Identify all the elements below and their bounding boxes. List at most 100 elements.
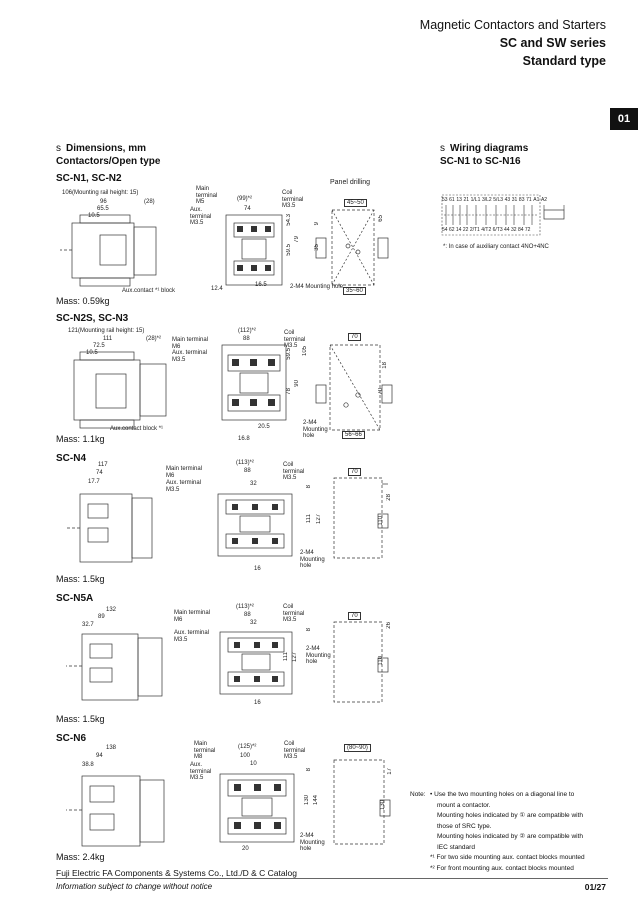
mount-hole-label: 2-M4 Mounting hole: [306, 646, 331, 665]
footer-divider: [56, 878, 608, 879]
dim-label: (125)*²: [238, 744, 257, 750]
dim-label: 10.5: [88, 213, 100, 219]
dim-label: 117: [98, 462, 108, 468]
dim-label: 38.8: [82, 762, 94, 768]
drill-dim: 70: [348, 468, 361, 476]
footnote-2: For front mounting aux. contact blocks m…: [436, 864, 574, 872]
wiring-top-terminals: 53 61 13 21 1/L1 3/L2 5/L3 43 31 83 71 A…: [442, 197, 572, 204]
dim-label: 130: [304, 795, 310, 806]
aux-terminal-label: Aux. terminal M3.5: [172, 350, 208, 363]
dim-label: 89: [98, 614, 105, 620]
dim-label: 74: [96, 470, 103, 476]
mass-label: Mass: 1.1kg: [56, 434, 105, 444]
dim-label: 144: [313, 795, 319, 806]
drill-dim: 70: [348, 612, 361, 620]
dim-label: (112)*²: [238, 328, 256, 334]
note-line: • Use the two mounting holes on a diagon…: [430, 791, 575, 798]
panel-drilling-label: Panel drilling: [330, 179, 371, 186]
dim-label: 65.5: [97, 206, 109, 212]
aux-terminal-label: Aux. terminal M3.5: [190, 207, 212, 226]
dim-label: 78: [286, 388, 292, 395]
drill-dim: 9: [314, 222, 320, 226]
terminal-label: 62: [448, 227, 455, 233]
dim-label: 16: [254, 566, 261, 572]
drill-dim: 26: [386, 622, 392, 629]
terminal-label: 21: [463, 197, 470, 203]
terminal-label: 22: [462, 227, 469, 233]
notes-block: Note:• Use the two mounting holes on a d…: [410, 790, 620, 874]
mass-label: Mass: 2.4kg: [56, 852, 105, 862]
dim-label: 8: [306, 628, 312, 632]
main-terminal-label: Main terminal M6: [166, 466, 203, 479]
terminal-label: 3/L2: [481, 197, 492, 203]
drill-dim: 35~60: [343, 287, 366, 295]
drill-dim: 110: [378, 516, 384, 526]
note-line: mount a contactor.: [437, 801, 491, 809]
terminal-label: 2/T1: [469, 227, 480, 233]
model-title: SC-N5A: [56, 593, 94, 604]
mass-label: Mass: 1.5kg: [56, 574, 105, 584]
coil-terminal-label: Coil terminal M3.5: [284, 741, 306, 760]
wiring-bottom-terminals: 54 62 14 22 2/T1 4/T2 6/T3 44 32 84 72: [442, 227, 547, 234]
wiring-title: Wiring diagrams: [450, 143, 529, 154]
footnote-mark: *¹: [430, 854, 435, 861]
main-terminal-label: Main terminal M5: [196, 186, 218, 205]
note-line: Mounting holes indicated by ② are compat…: [437, 833, 584, 840]
coil-terminal-label: Coil terminal M3.5: [283, 462, 305, 481]
page-number: 01/27: [584, 882, 606, 892]
dim-label: 54.3: [286, 214, 292, 226]
dim-label: 10: [250, 761, 257, 767]
drill-view-n2s: [315, 344, 393, 431]
drill-dim: 130: [380, 800, 386, 811]
dim-label: 79: [294, 236, 300, 243]
dim-label: 88: [244, 468, 251, 474]
model-title: SC-N2S, SC-N3: [56, 313, 129, 324]
terminal-label: 4/T2: [481, 227, 492, 233]
dim-label: 100: [240, 753, 251, 759]
terminal-label: A2: [540, 197, 548, 203]
dim-label: 8: [306, 768, 312, 772]
aux-block-label: Aux.contact block *¹: [110, 426, 164, 432]
dim-label: 16: [254, 700, 261, 706]
terminal-label: 54: [442, 227, 448, 233]
dim-label: 111: [283, 652, 289, 662]
aux-terminal-label: Aux. terminal M3.5: [174, 630, 210, 643]
terminal-label: 31: [511, 197, 518, 203]
model-title: SC-N6: [56, 733, 87, 744]
mass-label: Mass: 0.59kg: [56, 296, 110, 306]
header-title: Magnetic Contactors and Starters: [419, 18, 606, 32]
main-terminal-label: Main terminal M6: [172, 337, 209, 350]
note-line: Mounting holes indicated by ① are compat…: [437, 812, 584, 819]
dim-label: 32: [250, 620, 257, 626]
footnote-mark: *²: [430, 864, 435, 872]
dim-label: 90: [294, 380, 300, 387]
side-view-n4: [66, 493, 153, 563]
rail-height: 106(Mounting rail height: 15): [62, 190, 139, 196]
chapter-tab: 01: [610, 108, 638, 130]
dim-label: 105: [302, 346, 308, 357]
wiring-subtitle: SC-N1 to SC-N16: [440, 156, 521, 167]
terminal-label: 83: [518, 197, 525, 203]
dim-label: 74: [244, 206, 251, 212]
dim-label: 111: [306, 514, 312, 524]
terminal-label: 53: [442, 197, 448, 203]
note-line: IEC standard: [437, 843, 475, 851]
dim-label: 10.5: [86, 350, 98, 356]
dim-label: 127: [292, 652, 298, 663]
front-view-n5a: [219, 631, 293, 695]
bullet: s: [440, 143, 445, 154]
dim-label: (113)*²: [236, 460, 254, 466]
front-view-n1: [225, 214, 283, 286]
front-view-n4: [217, 493, 293, 557]
terminal-label: 5/L3: [493, 197, 504, 203]
model-title: SC-N4: [56, 453, 87, 464]
dim-label: 138: [106, 745, 117, 751]
terminal-label: 84: [517, 227, 524, 233]
footer-company: Fuji Electric FA Components & Systems Co…: [56, 868, 297, 878]
dim-label: 59.5: [286, 244, 292, 256]
dim-label: (99)*²: [237, 196, 253, 202]
drill-dim: 45~50: [344, 199, 367, 207]
dim-label: 20.5: [258, 424, 270, 430]
dimensions-subtitle: Contactors/Open type: [56, 156, 161, 167]
dim-label: 59.5: [286, 348, 292, 360]
